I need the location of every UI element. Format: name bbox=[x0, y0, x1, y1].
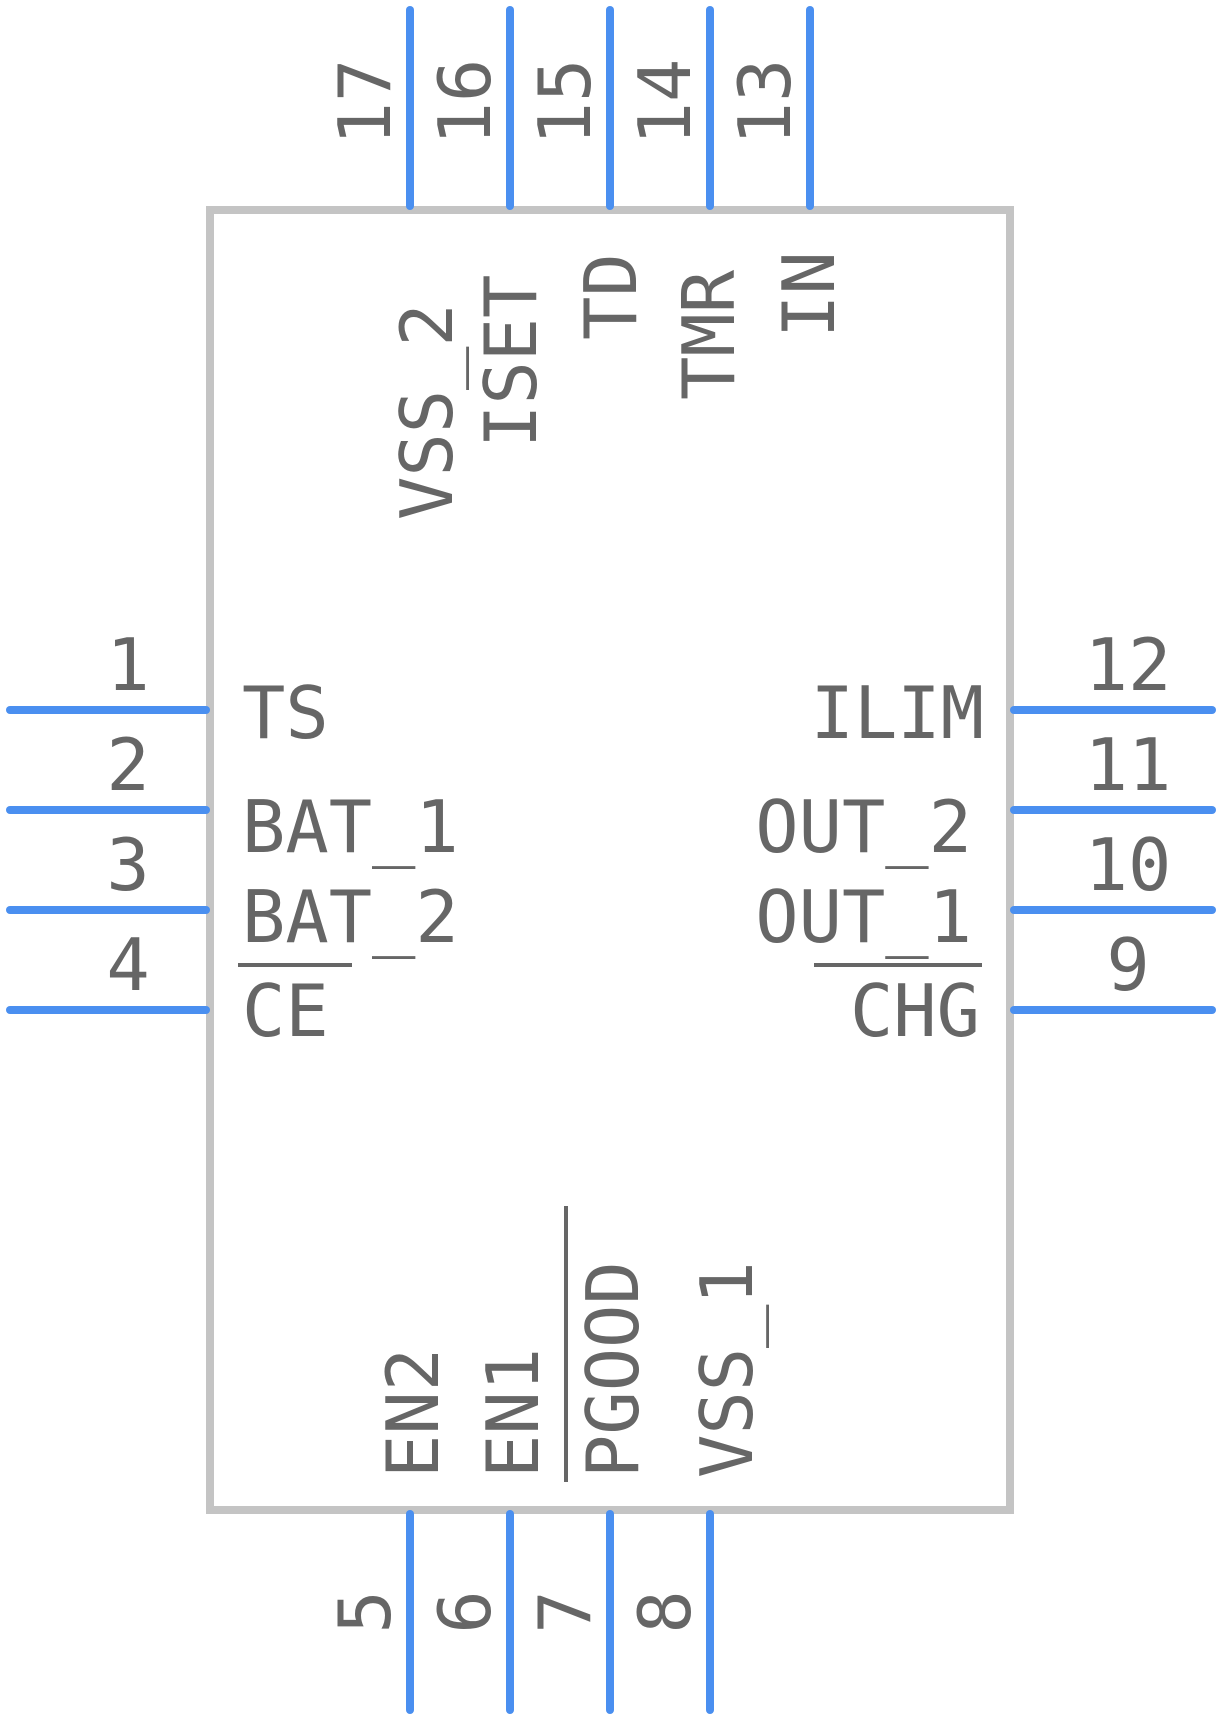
pin-12-name: ILIM bbox=[811, 671, 984, 755]
pin-10-name: OUT_1 bbox=[755, 875, 972, 959]
pin-17-name: VSS_2 bbox=[385, 303, 469, 520]
pin-10-number: 10 bbox=[1085, 823, 1172, 907]
pin-5-number: 5 bbox=[323, 1590, 407, 1633]
pin-16-name: ISET bbox=[469, 275, 553, 448]
pin-12-number: 12 bbox=[1085, 623, 1172, 707]
pin-8-number: 8 bbox=[623, 1590, 707, 1633]
pin-2-number: 2 bbox=[106, 723, 149, 807]
pin-8-name: VSS_1 bbox=[685, 1261, 769, 1478]
pin-13-name: IN bbox=[767, 251, 851, 338]
pin-9-number: 9 bbox=[1106, 923, 1149, 1007]
pin-15-name: TD bbox=[569, 253, 653, 340]
pin-1-name: TS bbox=[242, 671, 329, 755]
pin-3-number: 3 bbox=[106, 823, 149, 907]
pin-3-name: BAT_2 bbox=[242, 875, 459, 959]
pin-1-number: 1 bbox=[106, 623, 149, 707]
pin-7-name: PGOOD bbox=[571, 1261, 655, 1478]
pin-17-number: 17 bbox=[323, 59, 407, 146]
pin-15-number: 15 bbox=[523, 59, 607, 146]
pin-14-name: TMR bbox=[667, 269, 751, 400]
pin-6-name: EN1 bbox=[471, 1348, 555, 1478]
pin-11-name: OUT_2 bbox=[755, 785, 972, 869]
pin-4-number: 4 bbox=[106, 923, 149, 1007]
pin-6-number: 6 bbox=[423, 1590, 507, 1633]
pin-14-number: 14 bbox=[623, 59, 707, 146]
pin-11-number: 11 bbox=[1085, 723, 1172, 807]
pin-13-number: 13 bbox=[723, 59, 807, 146]
pin-5-name: EN2 bbox=[371, 1348, 455, 1478]
pin-4-name: CE bbox=[242, 969, 329, 1053]
pin-9-name: CHG bbox=[850, 969, 980, 1053]
pin-7-number: 7 bbox=[523, 1590, 607, 1633]
pin-2-name: BAT_1 bbox=[242, 785, 459, 869]
pin-16-number: 16 bbox=[423, 59, 507, 146]
